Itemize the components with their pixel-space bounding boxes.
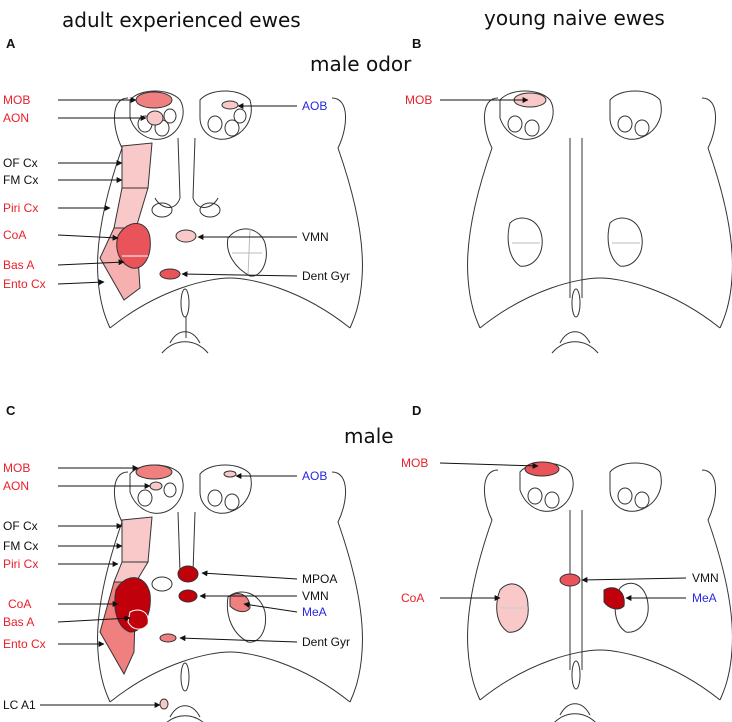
label-a-fmcx: FM Cx	[3, 173, 39, 187]
header-young-naive-ewes: young naive ewes	[484, 6, 665, 30]
header-adult-experienced-ewes: adult experienced ewes	[62, 8, 301, 32]
panel-letter-a: A	[6, 36, 16, 51]
panel-letter-c: C	[6, 403, 16, 418]
label-c-piricx: Piri Cx	[3, 557, 39, 571]
label-a-aob: AOB	[302, 99, 328, 113]
label-c-ofcx: OF Cx	[3, 519, 38, 533]
label-c-basa: Bas A	[3, 615, 35, 629]
label-a-basa: Bas A	[3, 258, 35, 272]
label-c-dentgyr: Dent Gyr	[302, 635, 351, 649]
label-d-mea: MeA	[692, 591, 717, 605]
label-b-mob: MOB	[405, 93, 433, 107]
condition-male-odor: male odor	[310, 52, 412, 76]
label-d-mob: MOB	[401, 456, 429, 470]
label-a-coa: CoA	[3, 228, 27, 242]
label-c-fmcx: FM Cx	[3, 539, 39, 553]
label-c-mob: MOB	[3, 461, 31, 475]
label-c-aob: AOB	[302, 469, 328, 483]
label-a-piricx: Piri Cx	[3, 201, 39, 215]
label-c-coa: CoA	[8, 597, 32, 611]
panel-letter-d: D	[412, 403, 422, 418]
label-c-mea: MeA	[302, 605, 327, 619]
label-a-entocx: Ento Cx	[3, 277, 46, 291]
label-c-entocx: Ento Cx	[3, 637, 46, 651]
label-c-vmn: VMN	[302, 589, 329, 603]
arrows	[40, 97, 687, 708]
label-c-mpoa: MPOA	[302, 572, 338, 586]
label-c-aon: AON	[3, 479, 30, 493]
label-a-dentgyr: Dent Gyr	[302, 269, 351, 283]
panel-letter-b: B	[412, 36, 422, 51]
condition-male: male	[344, 424, 394, 448]
label-a-aon: AON	[3, 111, 30, 125]
label-c-lca1: LC A1	[3, 698, 36, 712]
panel-a-brain	[97, 90, 363, 354]
label-a-mob: MOB	[3, 93, 31, 107]
panel-d-brain	[467, 461, 732, 722]
label-a-vmn: VMN	[302, 230, 329, 244]
panel-c-brain	[97, 464, 363, 722]
panel-b-brain	[467, 90, 732, 354]
label-d-vmn: VMN	[692, 571, 719, 585]
label-d-coa: CoA	[401, 591, 425, 605]
label-a-ofcx: OF Cx	[3, 156, 38, 170]
